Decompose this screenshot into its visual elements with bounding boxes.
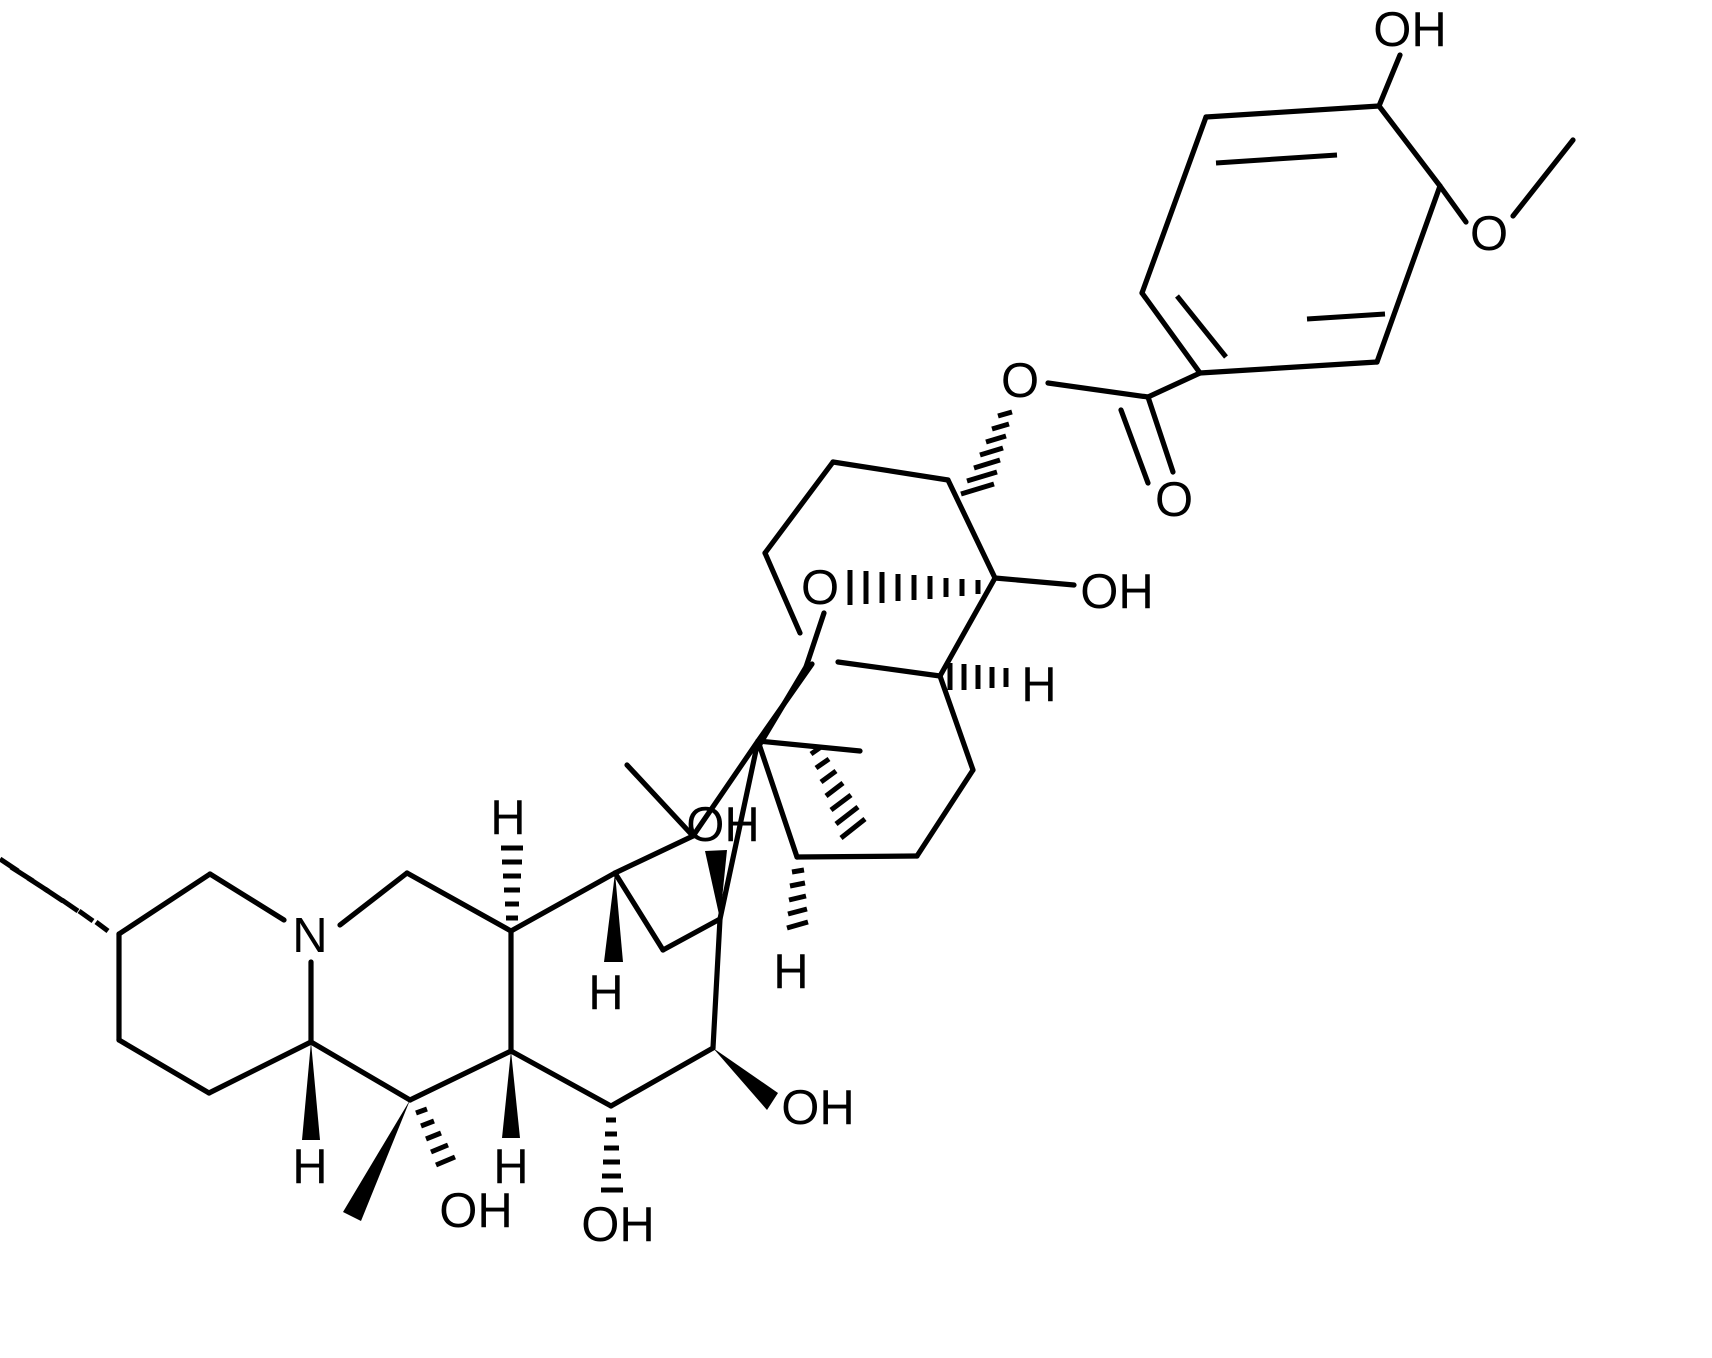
aromatic-bond-3 (1139, 290, 1203, 376)
core-ring-A (762, 459, 998, 679)
phenol-oh-bond (1376, 52, 1403, 109)
core-ring-D (308, 870, 514, 1103)
atom-label-h-upper-left-chain: H (490, 791, 525, 845)
aromatic-inner-bond-3 (1306, 311, 1386, 322)
ringE-to-chain-bond (624, 762, 696, 839)
atom-label-oh-center: OH (686, 798, 760, 852)
carbonyl-double-bond-a (1145, 394, 1176, 475)
ether-bridge-descender (803, 610, 827, 670)
angular-methyl-solid-wedge-bottom (343, 1100, 410, 1221)
ringA-bond-1 (830, 459, 951, 483)
ringB-bond-3 (794, 853, 920, 860)
ringB-bond-4 (755, 738, 800, 860)
ringE-bond-1 (690, 738, 761, 839)
ringB-bond-1 (937, 673, 976, 773)
nitrogen-ring-group (116, 871, 314, 1096)
atom-label-oh-bottom-right: OH (781, 1081, 855, 1135)
ringA-bond-5 (937, 575, 998, 679)
core-cyclopentane-ring (612, 738, 761, 953)
atom-label-oh-aromatic-top: OH (1373, 3, 1447, 57)
ringB-bond-2 (914, 767, 976, 859)
secondary-oh-hashed-wedge-bottom (601, 1117, 623, 1193)
nring-bond-2 (116, 871, 213, 937)
ringE-bond-4 (660, 916, 723, 953)
atom-label-o-ester-double: O (1155, 473, 1193, 527)
aromatic-bond-6 (1376, 103, 1443, 189)
stereo-h-solid-wedge-center (604, 873, 623, 962)
carbonyl-to-ester-o-bond (1045, 380, 1151, 400)
stereo-h-hashed-wedge-upper-right (947, 663, 1009, 690)
atom-label-oh-bottom-mid-left: OH (439, 1184, 513, 1238)
ringB-bond-5 (755, 738, 863, 754)
ringD-bond-4 (308, 1039, 413, 1103)
ringC-bond-3 (508, 1048, 614, 1109)
atom-label-h-center-lower: H (588, 966, 623, 1020)
ringA-bond-2 (762, 459, 836, 556)
ringA-bond-4 (835, 659, 943, 679)
atom-label-o-ester-single: O (1001, 354, 1039, 408)
secondary-oh-solid-wedge-right (713, 1048, 778, 1110)
nring-bond-4 (116, 1037, 212, 1096)
aromatic-bond-5 (1374, 183, 1443, 365)
atom-label-h-right-upper: H (1021, 658, 1056, 712)
ringE-bond-2 (612, 833, 696, 876)
stereo-h-hashed-wedge-mid-right (786, 867, 809, 931)
ringD-bond-2 (337, 870, 410, 928)
aromatic-inner-bond-2 (1175, 294, 1228, 359)
ringA-bond-6 (945, 477, 998, 581)
tertiary-oh-hashed-wedge-bottomleft (415, 1106, 456, 1168)
ringE-bond-5 (717, 738, 761, 922)
aromatic-ring-group (1139, 103, 1443, 376)
ringC-bond-4 (608, 1045, 716, 1109)
tertiary-oh-bond-right (992, 575, 1077, 588)
ester-oxygen-hashed-wedge (960, 409, 1013, 497)
stereo-h-solid-wedge-bottomleft (302, 1042, 320, 1140)
tertiary-oh-solid-wedge (705, 850, 727, 919)
atom-label-o-methoxy: O (1470, 207, 1508, 261)
aryl-carbonyl-bond (1145, 370, 1203, 400)
bridge-to-quaternary-2 (755, 661, 815, 744)
atom-label-oh-right-upper: OH (1080, 565, 1154, 619)
core-ring-C (508, 870, 723, 1109)
ringC-bond-1 (508, 870, 618, 934)
atom-label-h-bottom-left: H (292, 1140, 327, 1194)
methoxy-methyl-bond (1510, 137, 1576, 219)
angular-methyl-hashed-wedge (809, 744, 867, 840)
nring-bond-5 (206, 1039, 314, 1096)
aromatic-bond-4 (1197, 359, 1380, 376)
ringA-bond-3 (762, 550, 803, 636)
ringD-bond-5 (407, 1048, 514, 1103)
aryl-methoxy-bond (1437, 183, 1469, 225)
nring-bond-1 (207, 871, 287, 923)
core-ring-B (755, 673, 976, 860)
atom-label-oh-bottom-mid: OH (581, 1198, 655, 1252)
stereo-h-solid-wedge-ringC (502, 1051, 520, 1138)
carbonyl-double-bond-b (1118, 407, 1151, 486)
atom-label-layer: OH O O O O OH H OH H N H H OH H H OH OH (292, 3, 1508, 1252)
atom-label-h-bottom-center: H (493, 1140, 528, 1194)
atom-label-o-ether-bridge: O (801, 561, 839, 615)
atom-label-h-mid-right: H (773, 945, 808, 999)
ringD-bond-1 (404, 870, 514, 934)
atom-label-n-ring: N (292, 909, 327, 963)
terminal-methyl-hashed-wedge (0, 856, 110, 933)
aromatic-bond-2 (1139, 114, 1209, 296)
aromatic-inner-bond-1 (1215, 152, 1338, 166)
aromatic-bond-1 (1203, 103, 1382, 120)
ringC-bond-5 (710, 916, 723, 1051)
ringE-bond-3 (612, 870, 666, 953)
ether-bridge-hashed-wedge (847, 570, 981, 605)
stereo-h-hashed-wedge-upper-left (501, 845, 523, 921)
